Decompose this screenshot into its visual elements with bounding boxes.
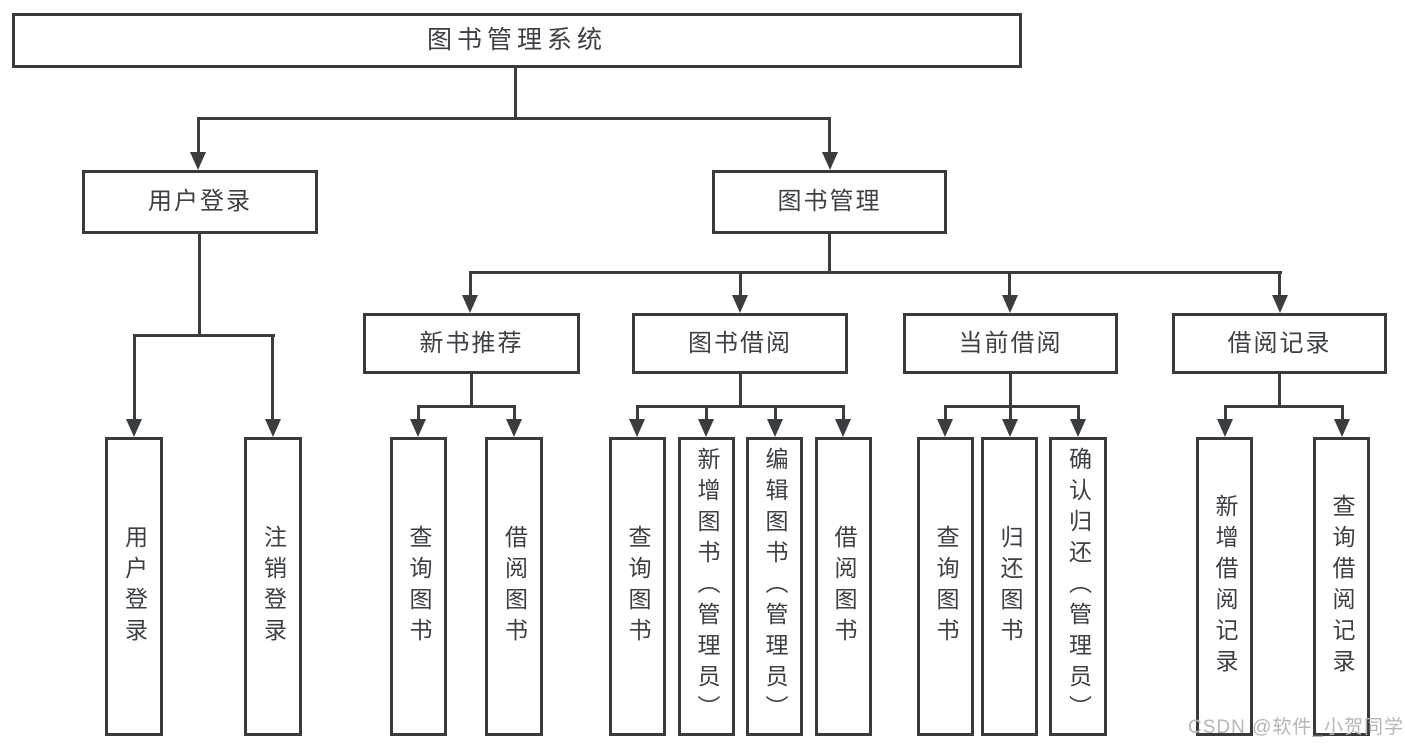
connector-line xyxy=(1009,405,1012,421)
arrowhead-down-icon xyxy=(1217,419,1233,437)
arrowhead-down-icon xyxy=(767,419,783,437)
leaf-edit-books-admin: 编辑图书（管理员） xyxy=(746,437,803,736)
arrowhead-down-icon xyxy=(1002,295,1018,313)
arrowhead-down-icon xyxy=(835,419,851,437)
leaf-confirm-return-admin: 确认归还（管理员） xyxy=(1049,437,1107,736)
connector-line xyxy=(271,334,274,420)
connector-line xyxy=(828,117,831,155)
node-library-management-system: 图书管理系统 xyxy=(12,13,1022,68)
csdn-watermark: CSDN @软件_小贺同学 xyxy=(1188,717,1404,738)
arrowhead-down-icon xyxy=(462,295,478,313)
arrowhead-down-icon xyxy=(1070,419,1086,437)
connector-line xyxy=(1341,405,1344,421)
connector-line xyxy=(417,405,516,408)
leaf-query-borrow-record: 查询借阅记录 xyxy=(1313,437,1370,736)
node-label: 图书管理 xyxy=(777,188,882,215)
connector-line xyxy=(705,405,708,421)
connector-line xyxy=(944,405,947,421)
node-label: 新书推荐 xyxy=(419,329,524,357)
node-book-borrowing: 图书借阅 xyxy=(632,313,848,374)
leaf-query-books-current: 查询图书 xyxy=(917,437,974,736)
node-label: 查询图书 xyxy=(625,524,651,649)
connector-line xyxy=(417,405,420,421)
node-label: 图书借阅 xyxy=(688,329,792,357)
connector-line xyxy=(1278,271,1281,297)
connector-line xyxy=(197,117,831,120)
node-label: 查询借阅记录 xyxy=(1329,493,1355,680)
arrowhead-down-icon xyxy=(126,419,142,437)
node-label: 新增图书（管理员） xyxy=(694,447,720,726)
node-borrow-records: 借阅记录 xyxy=(1172,313,1387,374)
node-current-borrowing: 当前借阅 xyxy=(903,313,1118,374)
node-label: 归还图书 xyxy=(997,524,1023,649)
node-label: 编辑图书（管理员） xyxy=(762,447,788,726)
connector-line xyxy=(1224,405,1344,408)
arrowhead-down-icon xyxy=(410,419,426,437)
connector-line xyxy=(197,117,200,155)
node-user-login-branch: 用户登录 xyxy=(82,170,318,234)
node-label: 图书管理系统 xyxy=(426,26,607,54)
arrowhead-down-icon xyxy=(1002,419,1018,437)
leaf-query-books-borrowing: 查询图书 xyxy=(609,437,666,736)
node-label: 借阅图书 xyxy=(831,524,857,649)
leaf-add-books-admin: 新增图书（管理员） xyxy=(678,437,735,736)
connector-line xyxy=(1278,372,1281,408)
connector-line xyxy=(739,271,742,297)
node-label: 当前借阅 xyxy=(958,329,1063,357)
arrowhead-down-icon xyxy=(732,295,748,313)
connector-line xyxy=(1224,405,1227,421)
node-label: 借阅图书 xyxy=(501,524,528,649)
arrowhead-down-icon xyxy=(698,419,714,437)
leaf-return-books: 归还图书 xyxy=(981,437,1038,736)
connector-line xyxy=(944,405,1080,408)
arrowhead-down-icon xyxy=(629,419,645,437)
connector-line xyxy=(1077,405,1080,421)
leaf-borrow-books: 借阅图书 xyxy=(815,437,872,736)
connector-line xyxy=(1008,271,1011,297)
connector-line xyxy=(636,405,845,408)
connector-line xyxy=(133,334,136,420)
connector-line xyxy=(469,271,1282,274)
leaf-query-books-recommend: 查询图书 xyxy=(390,437,447,736)
node-label: 用户登录 xyxy=(121,524,148,649)
node-label: 查询图书 xyxy=(933,524,959,649)
node-label: 查询图书 xyxy=(406,524,432,649)
node-label: 注销登录 xyxy=(260,524,287,649)
arrowhead-down-icon xyxy=(1272,295,1288,313)
node-label: 新增借阅记录 xyxy=(1212,493,1238,680)
leaf-user-login: 用户登录 xyxy=(105,437,163,736)
connector-line xyxy=(774,405,777,421)
arrowhead-down-icon xyxy=(190,152,206,170)
connector-line xyxy=(842,405,845,421)
arrowhead-down-icon xyxy=(1334,419,1350,437)
node-new-book-recommend: 新书推荐 xyxy=(363,313,580,374)
node-label: 借阅记录 xyxy=(1227,329,1332,357)
arrowhead-down-icon xyxy=(937,419,953,437)
connector-line xyxy=(513,405,516,421)
leaf-add-borrow-record: 新增借阅记录 xyxy=(1196,437,1253,736)
connector-line xyxy=(636,405,639,421)
arrowhead-down-icon xyxy=(822,152,838,170)
leaf-logout: 注销登录 xyxy=(244,437,302,736)
connector-line xyxy=(469,271,472,297)
arrowhead-down-icon xyxy=(265,419,281,437)
connector-line xyxy=(133,334,275,337)
connector-line xyxy=(470,372,473,408)
connector-line xyxy=(739,372,742,408)
connector-line xyxy=(198,232,201,337)
connector-line xyxy=(514,66,517,120)
node-book-management: 图书管理 xyxy=(712,170,947,234)
arrowhead-down-icon xyxy=(506,419,522,437)
connector-line xyxy=(1009,372,1012,408)
connector-line xyxy=(828,232,831,274)
node-label: 确认归还（管理员） xyxy=(1065,447,1092,726)
leaf-borrow-books-recommend: 借阅图书 xyxy=(485,437,543,736)
node-label: 用户登录 xyxy=(148,188,252,215)
